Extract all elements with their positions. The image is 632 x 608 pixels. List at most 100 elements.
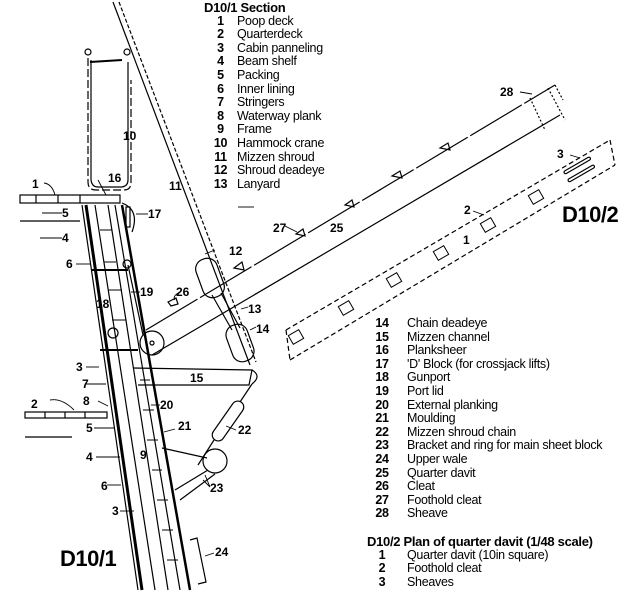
legend-item-number: 14	[375, 316, 389, 330]
legend-item-number: 1	[378, 547, 386, 562]
legend-section-title: D10/1 Section	[204, 0, 286, 15]
callout-2: 2	[31, 397, 38, 411]
legend-item-label: Waterway plank	[237, 108, 322, 123]
quarter-davit	[145, 84, 566, 356]
legend-item: 3 Cabin panneling	[204, 40, 325, 56]
legend-item: 21 Moulding	[367, 412, 602, 426]
legend-item-label: Foothold cleat	[407, 492, 482, 507]
legend-item-label: Mizzen shroud	[237, 149, 315, 164]
callout-16: 16	[108, 171, 122, 185]
legend-item-label: Cleat	[407, 479, 435, 494]
davit-heel	[139, 297, 179, 356]
legend-item: 1 Quarter davit (10in square)	[367, 547, 593, 563]
callout-6b: 6	[101, 479, 108, 493]
deadeyes	[195, 257, 255, 363]
legend-item: 8 Waterway plank	[204, 108, 325, 124]
legend-item-label: Moulding	[407, 411, 456, 426]
plan-callout-2: 2	[464, 203, 471, 217]
legend-item-label: Sheaves	[407, 574, 454, 589]
legend-item-label: Upper wale	[407, 451, 468, 466]
legend-item: 17'D' Block (for crossjack lifts)	[367, 356, 602, 372]
legend-item-number: 15	[375, 329, 389, 344]
callout-4a: 4	[62, 231, 69, 245]
legend-item-label: Hammock crane	[237, 135, 325, 150]
legend-item-label: Cabin panneling	[237, 40, 323, 55]
callout-18: 18	[96, 297, 110, 311]
legend-item-number: 8	[217, 108, 224, 123]
legend-item-number: 28	[375, 506, 389, 521]
legend-item-label: Bracket and ring for main sheet block	[407, 438, 603, 453]
callout-28: 28	[500, 85, 514, 99]
legend-item-label: Lanyard	[237, 176, 281, 191]
legend-item-number: 5	[217, 67, 224, 82]
callout-3a: 3	[76, 360, 83, 374]
gunport	[92, 259, 144, 351]
legend-item-label: Gunport	[407, 370, 451, 385]
legend-item: 18 Gunport	[367, 371, 602, 385]
legend-item: 11 Mizzen shroud	[204, 149, 325, 165]
mizzen-shroud-chain	[197, 383, 253, 466]
legend-item-number: 9	[217, 122, 224, 137]
legend-item-label: Mizzen shroud chain	[407, 424, 516, 439]
legend-item-number: 16	[375, 343, 389, 358]
d-block	[121, 202, 135, 233]
callout-19: 19	[140, 285, 154, 299]
plan-callout-1: 1	[463, 233, 470, 247]
legend-item-label: Stringers	[237, 95, 285, 110]
hammock-crane	[84, 48, 132, 191]
plan-callout-3: 3	[557, 147, 564, 161]
davit-plan-cleats	[287, 188, 545, 346]
callout-15: 15	[190, 371, 204, 385]
legend-item-number: 13	[213, 176, 228, 191]
legend-item-number: 3	[217, 40, 224, 55]
legend-item-number: 11	[214, 149, 227, 164]
sheaves	[563, 156, 596, 183]
legend-item: 10 Hammock crane	[204, 135, 325, 151]
callout-23: 23	[210, 481, 224, 495]
legend-item-label: Frame	[237, 122, 272, 137]
legend-item-label: Poop deck	[237, 13, 294, 28]
callout-21: 21	[178, 419, 192, 433]
callout-13: 13	[248, 302, 262, 316]
legend-item-number: 2	[378, 561, 386, 576]
quarterdeck	[24, 411, 108, 438]
legend-item-number: 22	[375, 424, 389, 439]
callout-20: 20	[160, 398, 174, 412]
legend-item-number: 3	[378, 574, 386, 589]
legend-item-number: 18	[375, 370, 389, 385]
legend-item: 22 Mizzen shroud chain	[367, 424, 602, 440]
callout-27: 27	[273, 221, 287, 235]
callout-7: 7	[82, 377, 89, 391]
callout-14: 14	[256, 322, 270, 336]
legend-item-number: 4	[217, 54, 224, 69]
legend-item-label: Planksheer	[407, 343, 467, 358]
upper-wale	[189, 537, 207, 585]
callout-25: 25	[330, 221, 344, 235]
legend-item-label: Sheave	[407, 506, 448, 521]
legend-item: 9 Frame	[204, 123, 325, 137]
callout-5b: 5	[86, 421, 93, 435]
legend-item-label: Quarter davit (10in square)	[407, 547, 549, 562]
legend-item-number: 2	[217, 27, 224, 42]
legend-item-number: 21	[375, 411, 389, 426]
callout-1: 1	[32, 177, 39, 191]
legend-item-label: Inner lining	[237, 81, 295, 96]
legend-item-number: 10	[213, 135, 228, 150]
legend-item: 13 Lanyard	[204, 176, 325, 192]
leader-lines	[40, 91, 581, 557]
legend-item-number: 17	[375, 356, 389, 371]
legend-item-number: 23	[375, 438, 389, 453]
